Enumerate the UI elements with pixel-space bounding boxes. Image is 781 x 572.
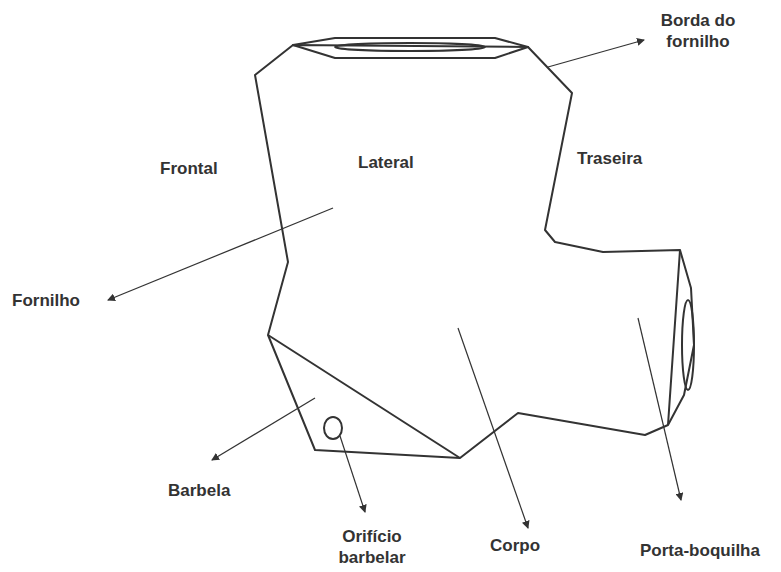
part-label: Frontal <box>160 158 218 179</box>
part-label: Porta-boquilha <box>640 540 760 561</box>
part-label: Borda do fornilho <box>648 10 748 52</box>
part-label: Orifício barbelar <box>322 526 422 568</box>
part-label: Corpo <box>490 535 540 556</box>
part-label: Traseira <box>577 148 642 169</box>
part-label: Lateral <box>358 152 414 173</box>
part-label: Barbela <box>168 480 230 501</box>
part-label: Fornilho <box>12 290 80 311</box>
